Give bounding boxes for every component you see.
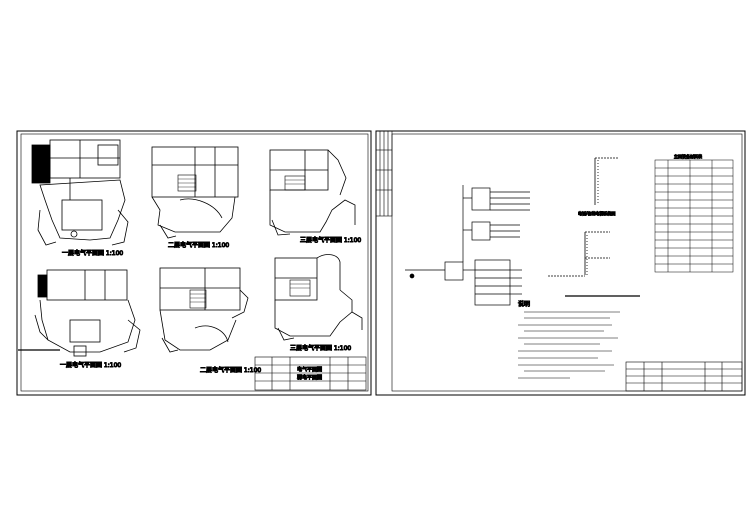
legend-title: 主要设备材料表 (674, 153, 702, 159)
plan-5-label: 二层电气平面图 1:100 (200, 366, 261, 374)
notes-block (518, 311, 620, 379)
binding-strip (375, 130, 393, 217)
plan-4-label: 一层电气平面图 1:100 (60, 361, 121, 369)
plan-1-label: 一层电气平面图 1:100 (62, 249, 123, 257)
legend-table (654, 159, 734, 273)
notes-title: 说明 (518, 300, 530, 308)
right-title-block (625, 361, 743, 392)
distribution-system-diagram (405, 185, 530, 306)
left-title-block-title-2: 弱电平面图 (297, 374, 322, 381)
right-sheet-inner-frame (391, 133, 743, 392)
left-sheet-inner-frame (20, 133, 369, 392)
floor-plan-6 (274, 254, 363, 341)
floor-plan-5 (159, 267, 249, 353)
right-sheet: 电话/有线电视系统图 主要设备材料表 (375, 130, 746, 396)
floor-plan-2 (151, 146, 239, 239)
floor-plan-1 (31, 139, 129, 246)
plan-2-label: 二层电气平面图 1:100 (168, 241, 229, 249)
left-sheet-border (16, 130, 372, 396)
riser-diagram (548, 157, 640, 297)
plan-3-label: 三层电气平面图 1:100 (300, 236, 361, 244)
floor-plan-4 (18, 269, 141, 357)
floor-plan-3 (269, 149, 356, 236)
left-title-block-title-1: 电气平面图 (297, 366, 322, 373)
riser-diagram-label: 电话/有线电视系统图 (578, 210, 615, 216)
right-sheet-border (375, 130, 746, 396)
left-sheet: 一层电气平面图 1:100 二层电气平面图 1:100 (16, 130, 372, 396)
plan-6-label: 三层电气平面图 1:100 (290, 344, 351, 352)
left-title-block (254, 356, 367, 391)
